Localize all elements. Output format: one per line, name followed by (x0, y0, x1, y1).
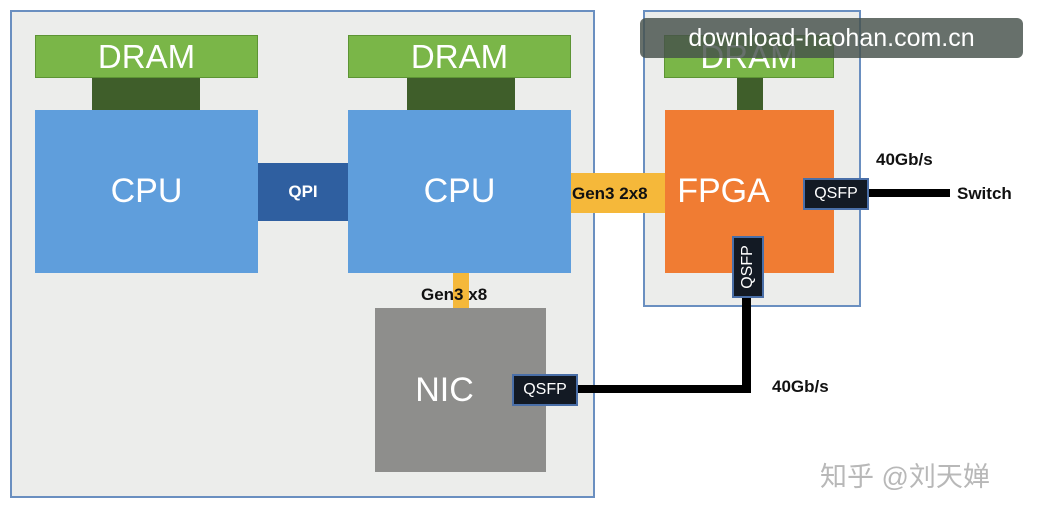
speed-label-bottom: 40Gb/s (772, 377, 829, 396)
cpu-label: CPU (110, 172, 183, 210)
fpga-label: FPGA (677, 172, 770, 210)
pcie-link-cpu-nic (453, 273, 469, 309)
qpi-label: QPI (288, 182, 318, 201)
dram-connector-fpga (737, 78, 763, 111)
speed-label-top: 40Gb/s (876, 150, 933, 169)
qpi-link: QPI (258, 163, 348, 221)
fpga-qsfp-port-right: QSFP (803, 178, 869, 210)
fpga-qsfp-port-bottom: QSFP (732, 236, 764, 298)
cable-fpga-to-switch (866, 189, 950, 197)
pcie-gen3-x8-label: Gen3 x8 (421, 285, 488, 304)
dram-connector-cpu1 (92, 78, 200, 111)
qsfp-label: QSFP (814, 185, 858, 202)
dram-label: DRAM (410, 37, 509, 75)
zhihu-watermark: 知乎 @刘天婵 (820, 462, 990, 492)
nic-label: NIC (415, 370, 474, 409)
pcie-link-cpu-fpga (571, 173, 665, 213)
switch-label: Switch (957, 184, 1012, 203)
nic-qsfp-port: QSFP (512, 374, 578, 406)
cable-to-nic (578, 385, 751, 393)
cable-fpga-down (742, 296, 751, 392)
banner-text: download-haohan.com.cn (688, 23, 975, 52)
dram-label: DRAM (97, 37, 196, 75)
dram-module-cpu2: DRAM (348, 35, 571, 78)
dram-connector-cpu2 (407, 78, 515, 111)
cpu-1: CPU (35, 110, 258, 273)
pcie-gen3-2x8-label: Gen3 2x8 (572, 184, 648, 203)
download-banner: download-haohan.com.cn (640, 18, 1023, 58)
qsfp-label: QSFP (523, 381, 567, 398)
cpu-2: CPU (348, 110, 571, 273)
qsfp-label: QSFP (739, 245, 756, 289)
cpu-label: CPU (423, 172, 496, 210)
dram-module-cpu1: DRAM (35, 35, 258, 78)
